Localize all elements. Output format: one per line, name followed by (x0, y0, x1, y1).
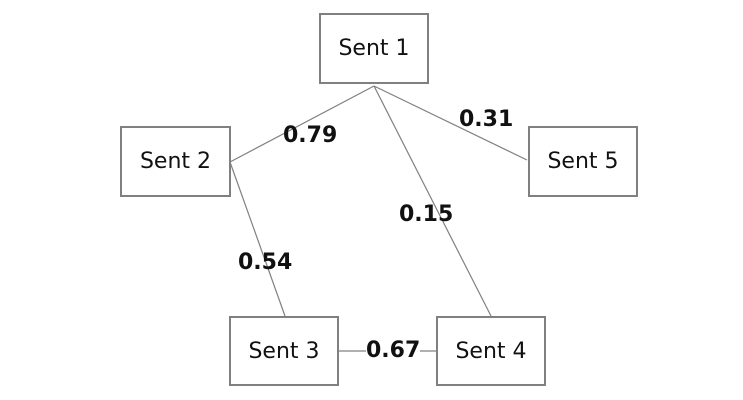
edge-weight-s1-s4: 0.15 (399, 202, 454, 227)
edge-weight-s2-s3: 0.54 (238, 250, 293, 275)
node-sent-1: Sent 1 (319, 13, 429, 84)
edge-s1-s4 (373, 85, 492, 317)
edge-weight-s1-s5: 0.31 (459, 107, 514, 132)
node-sent-4: Sent 4 (436, 316, 546, 386)
edge-weight-s1-s2: 0.79 (283, 123, 338, 148)
edge-s1-s2 (229, 85, 375, 163)
node-sent-2: Sent 2 (120, 126, 231, 197)
edge-s2-s3 (229, 161, 286, 317)
edge-weight-s3-s4: 0.67 (366, 338, 421, 363)
node-sent-3: Sent 3 (229, 316, 339, 386)
edge-s1-s5 (373, 85, 528, 161)
node-sent-5: Sent 5 (528, 126, 638, 197)
